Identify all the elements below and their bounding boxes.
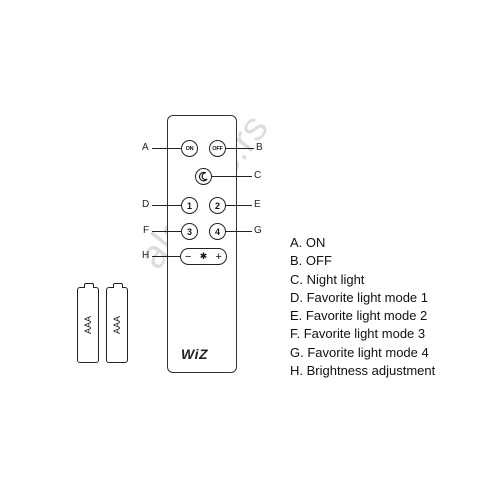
legend-item: E. Favorite light mode 2: [290, 308, 428, 324]
sun-icon: ✱: [199, 251, 208, 261]
callout-line-f: [152, 231, 181, 232]
callout-b: B: [256, 142, 263, 153]
callout-c: C: [254, 170, 262, 181]
off-button[interactable]: OFF: [209, 140, 226, 157]
favorite-mode-2-button[interactable]: 2: [209, 197, 226, 214]
callout-line-h: [152, 256, 180, 257]
favorite-mode-1-button[interactable]: 1: [181, 197, 198, 214]
callout-line-d: [152, 205, 181, 206]
on-button[interactable]: ON: [181, 140, 198, 157]
battery-label: AAA: [112, 315, 122, 335]
moon-icon: [198, 171, 208, 182]
brightness-adjust-button[interactable]: − ✱ +: [180, 248, 227, 265]
callout-a: A: [142, 142, 149, 153]
callout-d: D: [142, 199, 150, 210]
callout-line-b: [226, 148, 254, 149]
callout-line-c: [212, 176, 252, 177]
favorite-mode-4-button[interactable]: 4: [209, 223, 226, 240]
callout-line-g: [226, 231, 252, 232]
legend-item: G. Favorite light mode 4: [290, 344, 429, 360]
wiz-logo: WiZ: [181, 346, 209, 362]
legend-item: D. Favorite light mode 1: [290, 289, 429, 305]
brightness-down-button[interactable]: −: [185, 250, 192, 263]
legend-item: A. ON: [290, 235, 326, 250]
battery-label: AAA: [83, 315, 93, 335]
callout-f: F: [143, 225, 150, 236]
callout-line-e: [226, 205, 252, 206]
night-light-button[interactable]: [195, 168, 212, 185]
callout-h: H: [142, 250, 150, 261]
battery-terminal: [84, 283, 94, 288]
remote-control: [167, 115, 237, 373]
legend-item: B. OFF: [290, 253, 332, 269]
button-legend: A. ON B. OFF C. Night light D. Favorite …: [290, 234, 435, 380]
battery-2: AAA: [106, 283, 128, 363]
callout-e: E: [254, 199, 261, 210]
callout-g: G: [254, 225, 262, 236]
brightness-up-button[interactable]: +: [215, 250, 222, 263]
legend-item: C. Night light: [290, 271, 365, 287]
legend-item: H. Brightness adjustment: [290, 363, 436, 379]
battery-terminal: [113, 283, 123, 288]
favorite-mode-3-button[interactable]: 3: [181, 223, 198, 240]
callout-line-a: [152, 148, 181, 149]
legend-item: F. Favorite light mode 3: [290, 326, 426, 342]
battery-1: AAA: [77, 283, 99, 363]
